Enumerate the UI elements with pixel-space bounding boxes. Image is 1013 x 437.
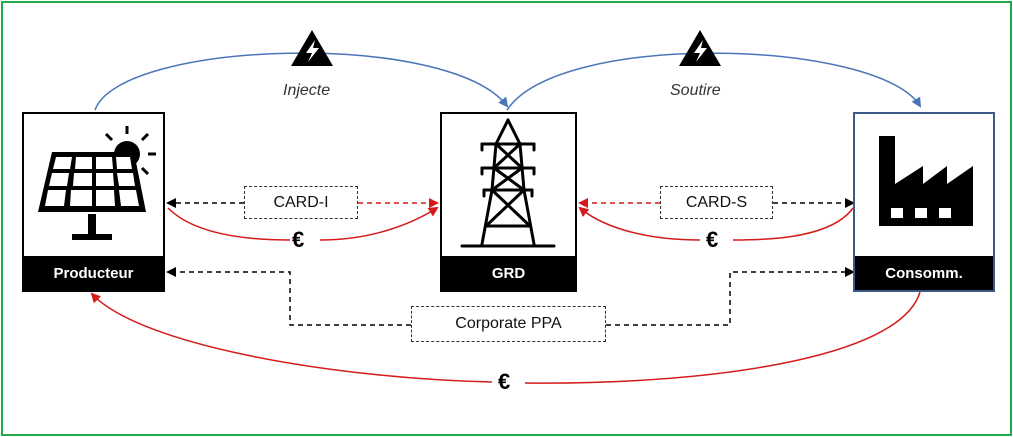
euro-consumer-producer: €: [498, 369, 511, 394]
lightning-warning-icon: [291, 30, 333, 66]
payment-consumer-grid-arrow: [580, 208, 854, 241]
producer-label: Producteur: [24, 256, 163, 290]
withdraw-label: Soutire: [670, 82, 721, 99]
lightning-warning-icon: [679, 30, 721, 66]
grid-box: GRD: [440, 112, 577, 292]
factory-icon: [879, 136, 973, 226]
euro-producer-grid: €: [292, 227, 305, 252]
corporate-ppa-box: Corporate PPA: [411, 306, 606, 342]
ppa-connector: [166, 267, 411, 326]
consumer-label: Consomm.: [855, 256, 993, 290]
grid-label: GRD: [442, 256, 575, 290]
inject-flow-arrow: [94, 52, 509, 111]
card-s-box: CARD-S: [660, 186, 773, 219]
euro-grid-consumer: €: [706, 227, 719, 252]
withdraw-flow-arrow: [506, 52, 922, 111]
inject-label: Injecte: [283, 82, 331, 99]
payment-producer-grid-arrow: [167, 208, 437, 241]
solar-panel-icon: [38, 126, 156, 240]
producer-box: Producteur: [22, 112, 165, 292]
ppa-connector-right: [606, 267, 855, 326]
card-i-box: CARD-I: [244, 186, 358, 219]
pylon-icon: [460, 118, 556, 248]
payment-consumer-producer-arrow: [92, 292, 921, 384]
consumer-box: Consomm.: [853, 112, 995, 292]
